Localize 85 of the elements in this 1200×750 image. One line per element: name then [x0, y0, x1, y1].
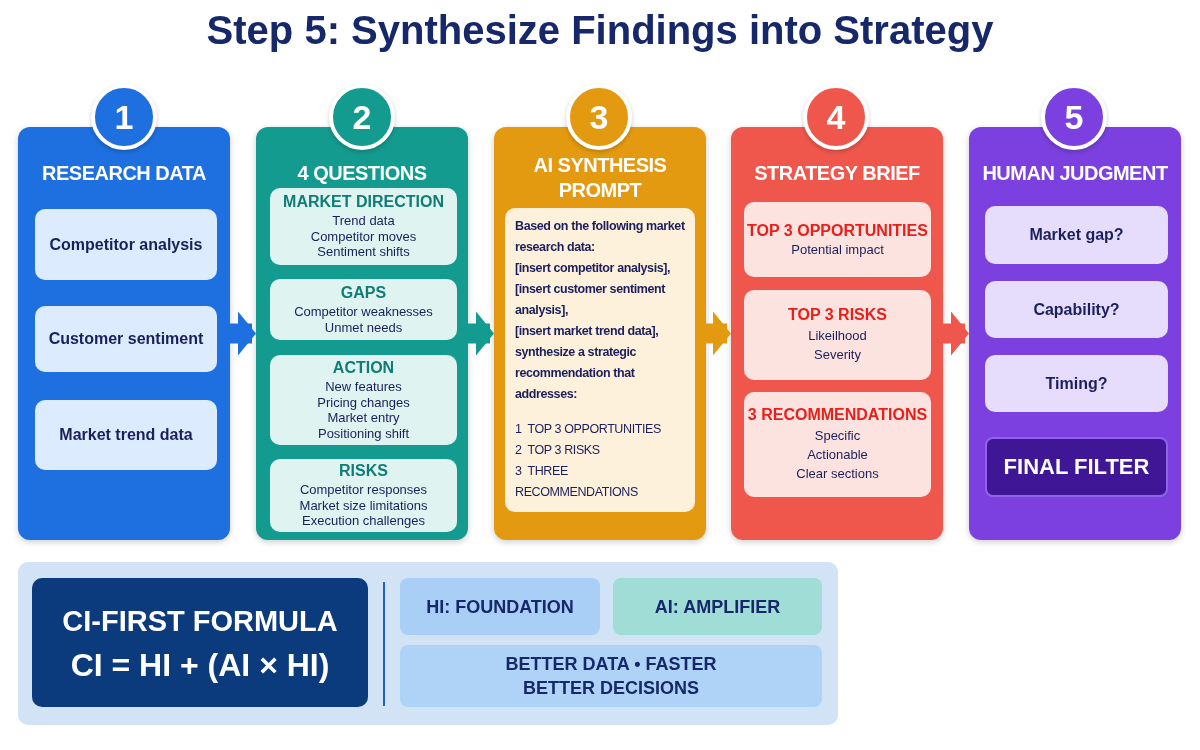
flow-arrow: [468, 311, 494, 356]
step-panel: [969, 127, 1181, 540]
step-panel: [494, 127, 706, 540]
card-line: Potential impact: [791, 241, 884, 258]
card-line: Likeilhood: [808, 327, 867, 345]
item-text: Capability?: [1033, 300, 1120, 319]
step-panel: [256, 127, 468, 540]
item-text: Market gap?: [1029, 226, 1124, 244]
list-item: 2 TOP 3 RISKS: [515, 442, 601, 459]
question-card: [744, 202, 931, 277]
tag-text: BETTER DATA • FASTER BETTER DECISIONS: [504, 653, 718, 700]
card-heading: ACTION: [332, 359, 395, 377]
question-card: [270, 279, 457, 340]
card-line: Actionable: [807, 446, 868, 464]
panel-heading: AI SYNTHESIS PROMPT: [532, 153, 668, 203]
formula-text: CI = HI + (AI × HI): [70, 645, 330, 685]
card-line: Unmet needs: [324, 319, 403, 335]
filter-label: FINAL FILTER: [1003, 454, 1150, 480]
flow-arrow: [706, 311, 731, 356]
card-line: Specific: [814, 427, 861, 445]
panel-heading: HUMAN JUDGMENT: [981, 161, 1169, 186]
card-line: Market size limitations: [299, 497, 428, 514]
card-line: Execution challenges: [302, 513, 425, 529]
card-line: Clear sections: [796, 465, 879, 483]
question-card: [270, 355, 457, 445]
card-line: Sentiment shifts: [317, 244, 410, 260]
title: Step 5: Synthesize Findings into Strategy: [205, 8, 995, 53]
item-card: [35, 209, 217, 280]
step-panel: [18, 127, 230, 540]
step-panel: [731, 127, 943, 540]
card-line: Severity: [814, 346, 861, 364]
list-item: 1 TOP 3 OPPORTUNITIES: [515, 421, 662, 438]
item-card: [985, 281, 1168, 338]
formula-heading: CI-FIRST FORMULA: [62, 603, 338, 639]
question-card: [744, 290, 931, 380]
item-text: Customer sentiment: [48, 330, 204, 348]
item-card: [985, 355, 1168, 412]
prompt-text: [insert customer sentiment analysis],: [515, 281, 667, 319]
card-heading: TOP 3 OPPORTUNITIES: [747, 221, 928, 240]
card-line: Trend data: [332, 213, 395, 229]
item-text: Market trend data: [59, 426, 193, 444]
formula-band: [18, 562, 838, 725]
item-text: Timing?: [1045, 374, 1108, 393]
flow-arrow: [943, 311, 969, 356]
prompt-card: [505, 208, 695, 512]
step-number: 5: [1064, 97, 1084, 137]
step-number: 1: [114, 97, 134, 137]
prompt-text: synthesize a strategic recommendation that addresses:: [515, 344, 638, 403]
step-number: 4: [826, 97, 846, 137]
card-heading: RISKS: [339, 462, 388, 481]
card-line: Competitor responses: [299, 482, 428, 498]
item-card: [35, 306, 217, 372]
card-line: Positioning shift: [317, 425, 410, 441]
panel-heading: STRATEGY BRIEF: [753, 161, 921, 186]
list-item: 3 THREE RECOMMENDATIONS: [515, 463, 639, 501]
card-line: Competitor weaknesses: [294, 304, 433, 320]
card-line: New features: [325, 379, 402, 395]
item-text: Competitor analysis: [49, 235, 203, 254]
filter-card: [985, 437, 1168, 497]
question-card: [270, 188, 457, 265]
prompt-text: Based on the following market research data:: [515, 218, 686, 256]
panel-heading: 4 QUESTIONS: [296, 161, 428, 186]
step-number: 3: [589, 97, 609, 137]
tag-card: [400, 578, 600, 635]
card-line: Market entry: [327, 410, 400, 426]
tag-card: [613, 578, 822, 635]
card-heading: MARKET DIRECTION: [283, 193, 444, 212]
question-card: [744, 392, 931, 497]
card-heading: 3 RECOMMENDATIONS: [747, 406, 928, 424]
tag-card: [400, 645, 822, 707]
item-card: [985, 206, 1168, 264]
flow-arrow: [230, 311, 256, 356]
tag-text: HI: FOUNDATION: [425, 595, 575, 619]
card-line: Pricing changes: [317, 394, 410, 410]
card-heading: GAPS: [340, 284, 387, 302]
question-card: [270, 459, 457, 532]
panel-heading: RESEARCH DATA: [41, 161, 207, 186]
tag-text: AI: AMPLIFIER: [653, 595, 782, 619]
card-heading: TOP 3 RISKS: [788, 306, 887, 324]
item-card: [35, 400, 217, 470]
formula-card: [32, 578, 368, 707]
prompt-text: [insert competitor analysis],: [515, 260, 672, 277]
prompt-text: [insert market trend data],: [515, 323, 660, 340]
card-line: Competitor moves: [310, 228, 417, 245]
step-number: 2: [352, 97, 372, 137]
